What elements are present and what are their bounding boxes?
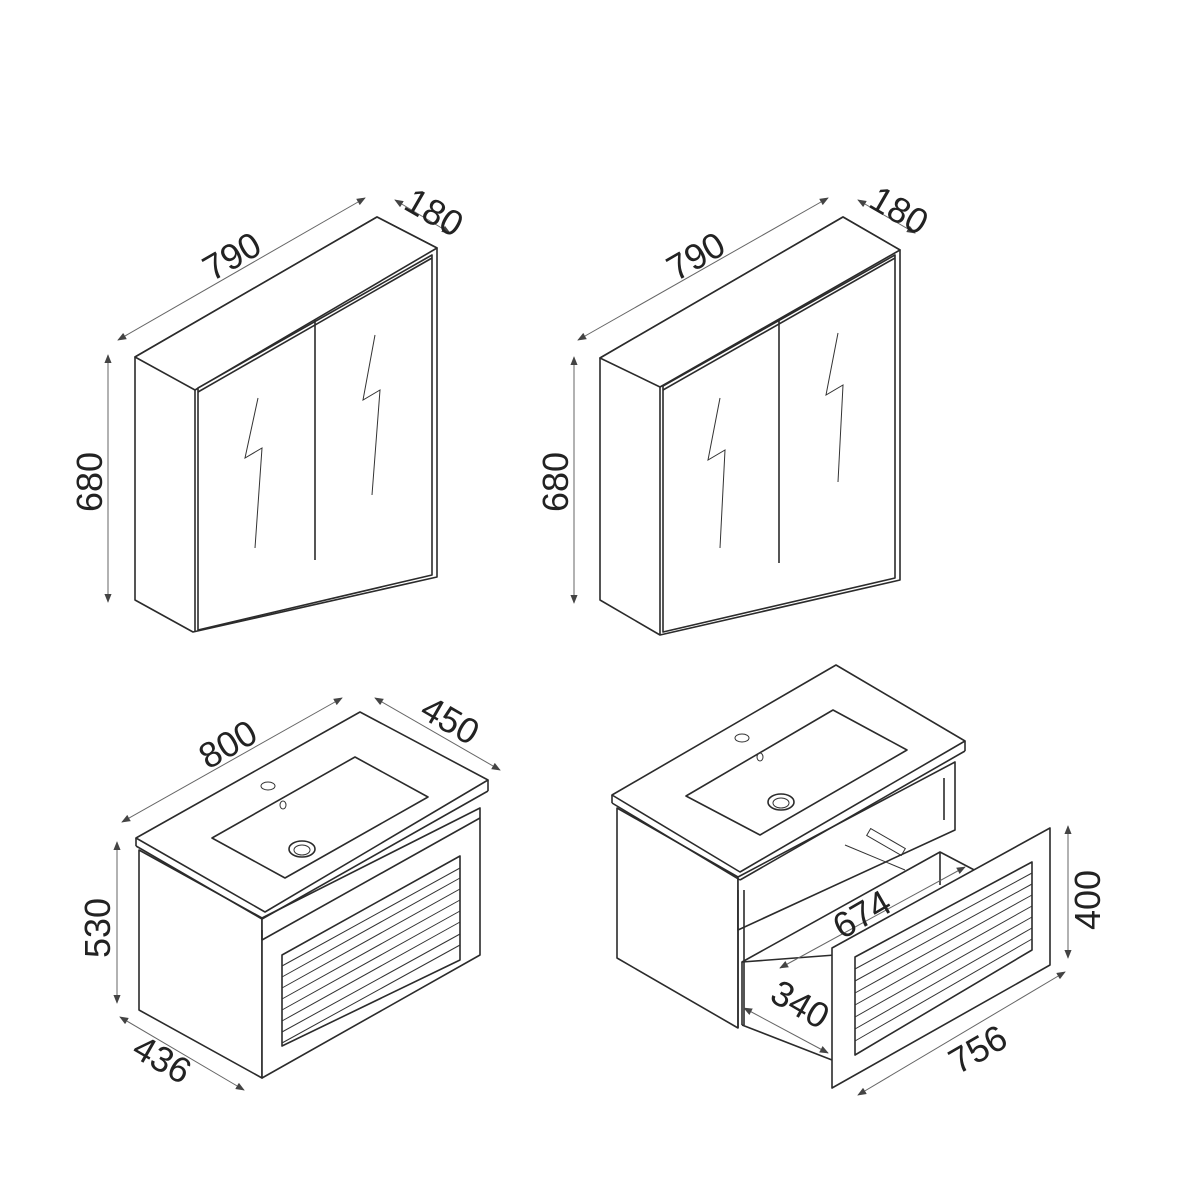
mirror-reflection-icon (707, 397, 726, 549)
mirror-cabinet-left (104, 197, 451, 633)
mirror-cabinet-right (570, 197, 916, 636)
vanity-cabinet-closed (113, 697, 501, 1091)
vanity-cabinet-drawer-open (611, 664, 1072, 1096)
vanity-height-label: 530 (77, 898, 118, 958)
mirror-right-depth-label: 180 (863, 177, 936, 243)
louvered-drawer-front (281, 855, 461, 1047)
vanity-top-depth-label: 450 (414, 687, 487, 753)
vanity-top-width-label: 800 (192, 711, 265, 777)
mirror-left-height-label: 680 (69, 452, 110, 512)
drawer-front-width-label: 756 (942, 1016, 1015, 1082)
drawer-front-height-label: 400 (1067, 870, 1108, 930)
mirror-reflection-icon (825, 332, 844, 483)
mirror-right-height-label: 680 (535, 452, 576, 512)
mirror-right-width-label: 790 (660, 223, 733, 289)
drawer-slide-rail (865, 827, 907, 857)
mirror-reflection-icon (244, 397, 263, 549)
drawer-inner-depth-label: 340 (764, 971, 837, 1037)
mirror-left-width-label: 790 (196, 223, 269, 289)
mirror-reflection-icon (362, 334, 381, 496)
